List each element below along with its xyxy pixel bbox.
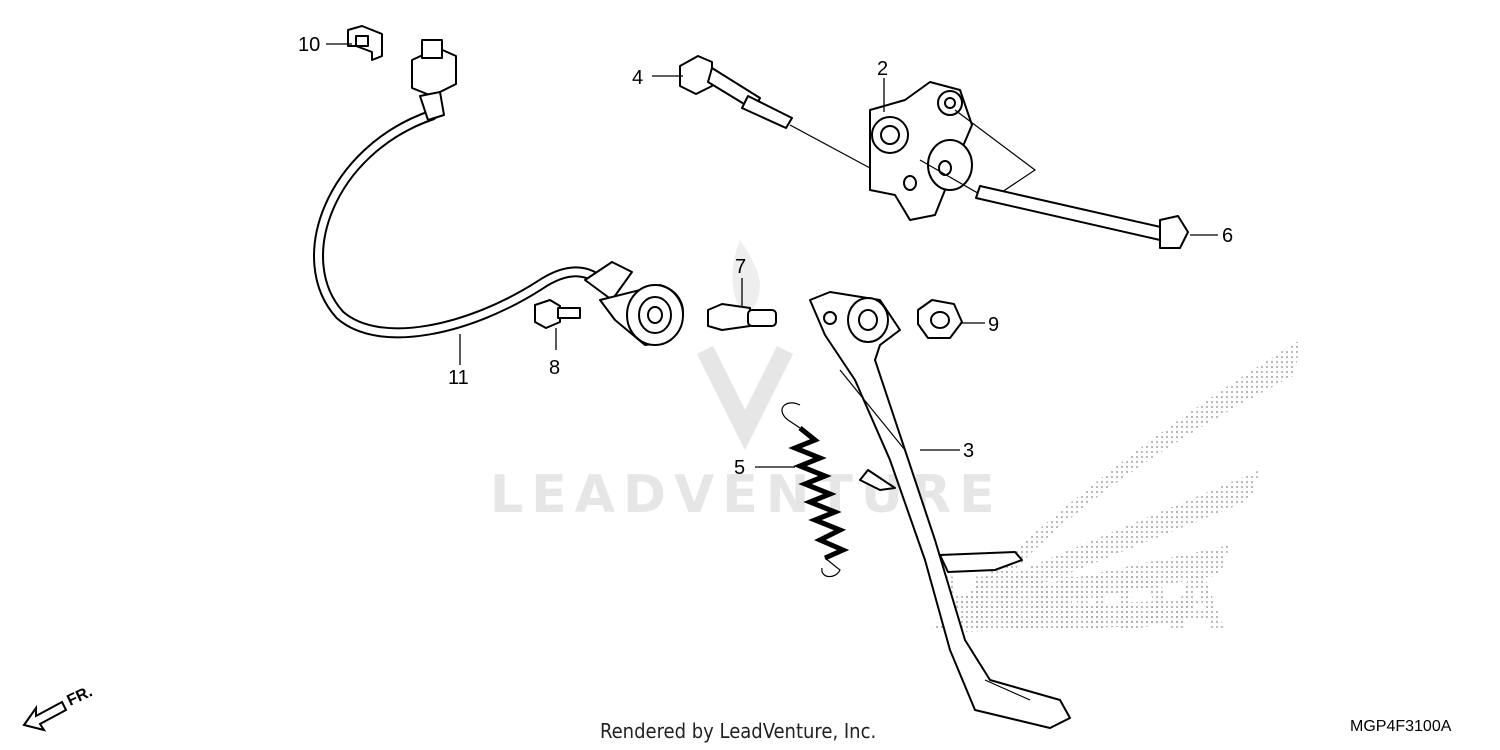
callout-6: 6 [1222, 225, 1233, 247]
honda-wing-watermark: HONDA [930, 340, 1300, 645]
part-3-side-stand[interactable] [809, 291, 1071, 729]
part-4-bolt[interactable] [679, 55, 871, 169]
honda-brand-watermark: HONDA [935, 563, 1224, 645]
part-2-bracket[interactable] [869, 81, 973, 221]
part-11-side-stand-switch[interactable] [313, 39, 684, 346]
part-5-spring[interactable] [781, 402, 850, 578]
callout-7: 7 [735, 256, 746, 278]
callout-5: 5 [734, 457, 745, 479]
front-direction-indicator: FR. [22, 683, 96, 732]
leadventure-watermark: LEADVENTURE [490, 240, 995, 525]
callout-4: 4 [632, 67, 643, 89]
part-9-nut[interactable] [917, 299, 963, 339]
callout-9: 9 [988, 314, 999, 336]
part-8-bolt[interactable] [534, 299, 581, 329]
part-7-pivot-bolt[interactable] [707, 303, 777, 331]
arrow-left-icon [22, 700, 68, 732]
front-direction-label: FR. [65, 683, 96, 709]
leader-lines [326, 43, 1218, 468]
callout-2: 2 [877, 58, 888, 80]
diagram-code: MGP4F3100A [1350, 718, 1452, 735]
callout-11: 11 [448, 367, 469, 389]
part-10-clip[interactable] [347, 25, 383, 61]
callout-3: 3 [963, 440, 974, 462]
render-credit: Rendered by LeadVenture, Inc. [600, 719, 876, 743]
callout-8: 8 [549, 357, 560, 379]
callout-labels: 2 3 4 5 6 7 8 9 10 11 [298, 34, 1233, 479]
callout-10: 10 [298, 34, 320, 56]
part-6-bolt[interactable] [919, 109, 1189, 249]
